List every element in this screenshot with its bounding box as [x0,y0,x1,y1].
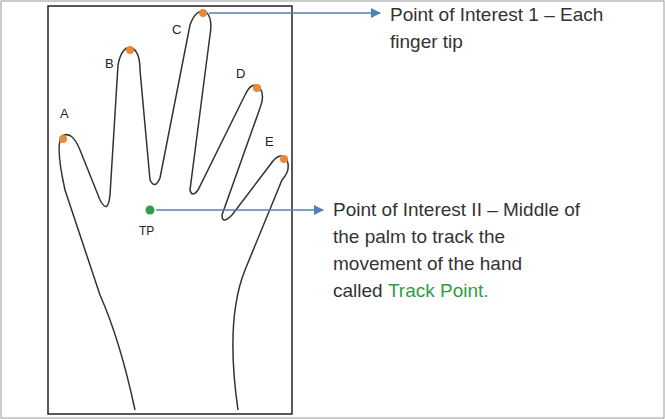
fingertip-dot [59,135,67,143]
fingertip-letter: C [172,22,181,37]
fingertip-dot [199,9,207,17]
leader-arrow [209,12,380,14]
callout-text: Point of Interest 1 – Each finger tip [390,4,603,52]
fingertip-letter: D [236,66,245,81]
fingertip-dot [126,46,134,54]
fingertip-letter: E [265,134,274,149]
callout-highlight: Track Point. [388,280,489,301]
fingertip-letter: A [60,106,69,121]
callout-block: Point of Interest II – Middle of the pal… [333,196,583,304]
track-point-dot [146,206,155,215]
track-point-label: TP [139,224,154,238]
fingertip-letter: B [105,56,114,71]
leader-arrow [156,209,323,211]
callout-block: Point of Interest 1 – Each finger tip [390,1,652,55]
fingertip-dot [280,155,288,163]
fingertip-dot [253,84,261,92]
